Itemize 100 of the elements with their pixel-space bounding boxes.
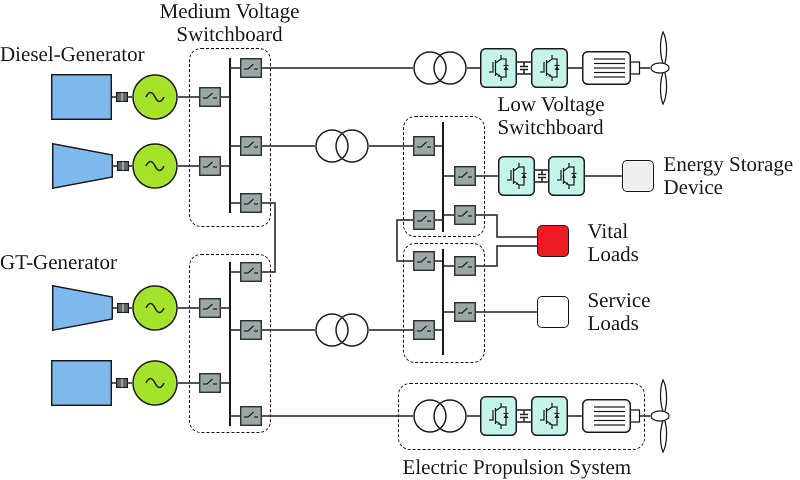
- electric-motor-symbol: [582, 398, 640, 432]
- connector-line: [128, 96, 132, 98]
- connector-line: [178, 382, 199, 384]
- shaft-coupling-symbol: [117, 161, 129, 171]
- connector-line: [262, 145, 315, 147]
- connector-line: [221, 307, 229, 309]
- engine-block: [51, 74, 112, 120]
- connector-line: [444, 265, 454, 267]
- connector-line: [568, 67, 582, 69]
- connector-line: [221, 96, 229, 98]
- power-converter-symbol: [498, 156, 535, 196]
- generator-symbol: [132, 143, 178, 189]
- connector-line: [262, 67, 413, 69]
- power-converter-symbol: [480, 48, 517, 88]
- circuit-breaker-symbol: [240, 58, 262, 78]
- circuit-breaker-symbol: [412, 210, 434, 230]
- connector-line: [476, 214, 537, 238]
- circuit-breaker-symbol: [240, 262, 262, 282]
- component-label: Vital Loads: [588, 220, 640, 266]
- generator-symbol: [132, 74, 178, 120]
- shaft-coupling-symbol: [116, 92, 128, 102]
- connector-line: [128, 382, 132, 384]
- connector-line: [444, 311, 454, 313]
- connector-line: [435, 260, 442, 262]
- circuit-breaker-symbol: [198, 372, 220, 392]
- circuit-breaker-symbol: [454, 256, 476, 276]
- transformer-symbol: [315, 313, 369, 347]
- transformer-symbol: [413, 51, 467, 85]
- connector-line: [221, 382, 229, 384]
- generator-type-label: Diesel-Generator: [0, 43, 145, 66]
- circuit-breaker-symbol: [454, 302, 476, 322]
- circuit-breaker-symbol: [240, 406, 262, 426]
- circuit-breaker-symbol: [198, 86, 220, 106]
- dc-link-lines: [516, 409, 532, 423]
- connector-line: [476, 311, 537, 313]
- transformer-symbol: [412, 398, 466, 432]
- power-converter-symbol: [530, 396, 568, 436]
- circuit-breaker-symbol: [412, 250, 434, 270]
- connector-line: [262, 329, 315, 331]
- circuit-breaker-symbol: [454, 204, 476, 224]
- connector-line: [640, 415, 650, 417]
- connector-line: [231, 145, 240, 147]
- connector-line: [231, 415, 240, 417]
- connector-line: [113, 165, 117, 167]
- dashed-group-box: [403, 243, 485, 363]
- circuit-breaker-symbol: [198, 156, 220, 176]
- connector-line: [435, 219, 442, 221]
- connector-line: [231, 202, 240, 204]
- dashed-group-box: [189, 254, 271, 433]
- engine-block: [51, 360, 112, 406]
- generator-type-label: GT-Generator: [0, 251, 118, 274]
- connector-line: [369, 145, 413, 147]
- shaft-coupling-symbol: [117, 303, 129, 313]
- connector-line: [568, 415, 582, 417]
- electric-motor-symbol: [582, 51, 640, 85]
- connector-line: [476, 245, 537, 267]
- connector-line: [231, 271, 240, 273]
- circuit-breaker-symbol: [412, 320, 434, 340]
- connector-line: [467, 415, 480, 417]
- connector-line: [112, 96, 116, 98]
- circuit-breaker-symbol: [240, 136, 262, 156]
- connector-line: [178, 307, 199, 309]
- circuit-breaker-symbol: [412, 136, 434, 156]
- circuit-breaker-symbol: [454, 166, 476, 186]
- connector-line: [467, 67, 480, 69]
- turbine-symbol: [52, 285, 113, 331]
- connector-line: [112, 382, 116, 384]
- connector-line: [262, 202, 276, 273]
- group-title: Medium Voltage Switchboard: [158, 0, 300, 46]
- circuit-breaker-symbol: [240, 192, 262, 212]
- power-converter-symbol: [548, 156, 585, 196]
- dc-link-lines: [534, 169, 549, 183]
- circuit-breaker-symbol: [240, 320, 262, 340]
- connector-line: [262, 415, 413, 417]
- connector-line: [129, 165, 132, 167]
- dc-link-lines: [516, 61, 532, 75]
- power-converter-symbol: [480, 396, 516, 436]
- connector-line: [178, 165, 199, 167]
- group-title: Low Voltage Switchboard: [498, 92, 606, 138]
- connector-line: [444, 214, 454, 216]
- component-label: Service Loads: [588, 288, 652, 334]
- group-title: Electric Propulsion System: [402, 456, 632, 478]
- connector-line: [435, 329, 442, 331]
- power-converter-symbol: [531, 48, 568, 88]
- circuit-breaker-symbol: [198, 298, 220, 318]
- connector-line: [476, 175, 498, 177]
- connector-line: [231, 67, 240, 69]
- transformer-symbol: [315, 129, 369, 163]
- connector-line: [113, 307, 117, 309]
- generator-symbol: [132, 285, 178, 331]
- connector-line: [435, 145, 442, 147]
- connector-line: [369, 329, 413, 331]
- connector-line: [585, 175, 622, 177]
- connector-line: [444, 175, 454, 177]
- connector-line: [396, 219, 413, 262]
- component-label: Energy Storage Device: [664, 152, 794, 198]
- generator-symbol: [132, 360, 178, 406]
- connector-line: [129, 307, 132, 309]
- connector-line: [221, 165, 229, 167]
- connector-line: [231, 329, 240, 331]
